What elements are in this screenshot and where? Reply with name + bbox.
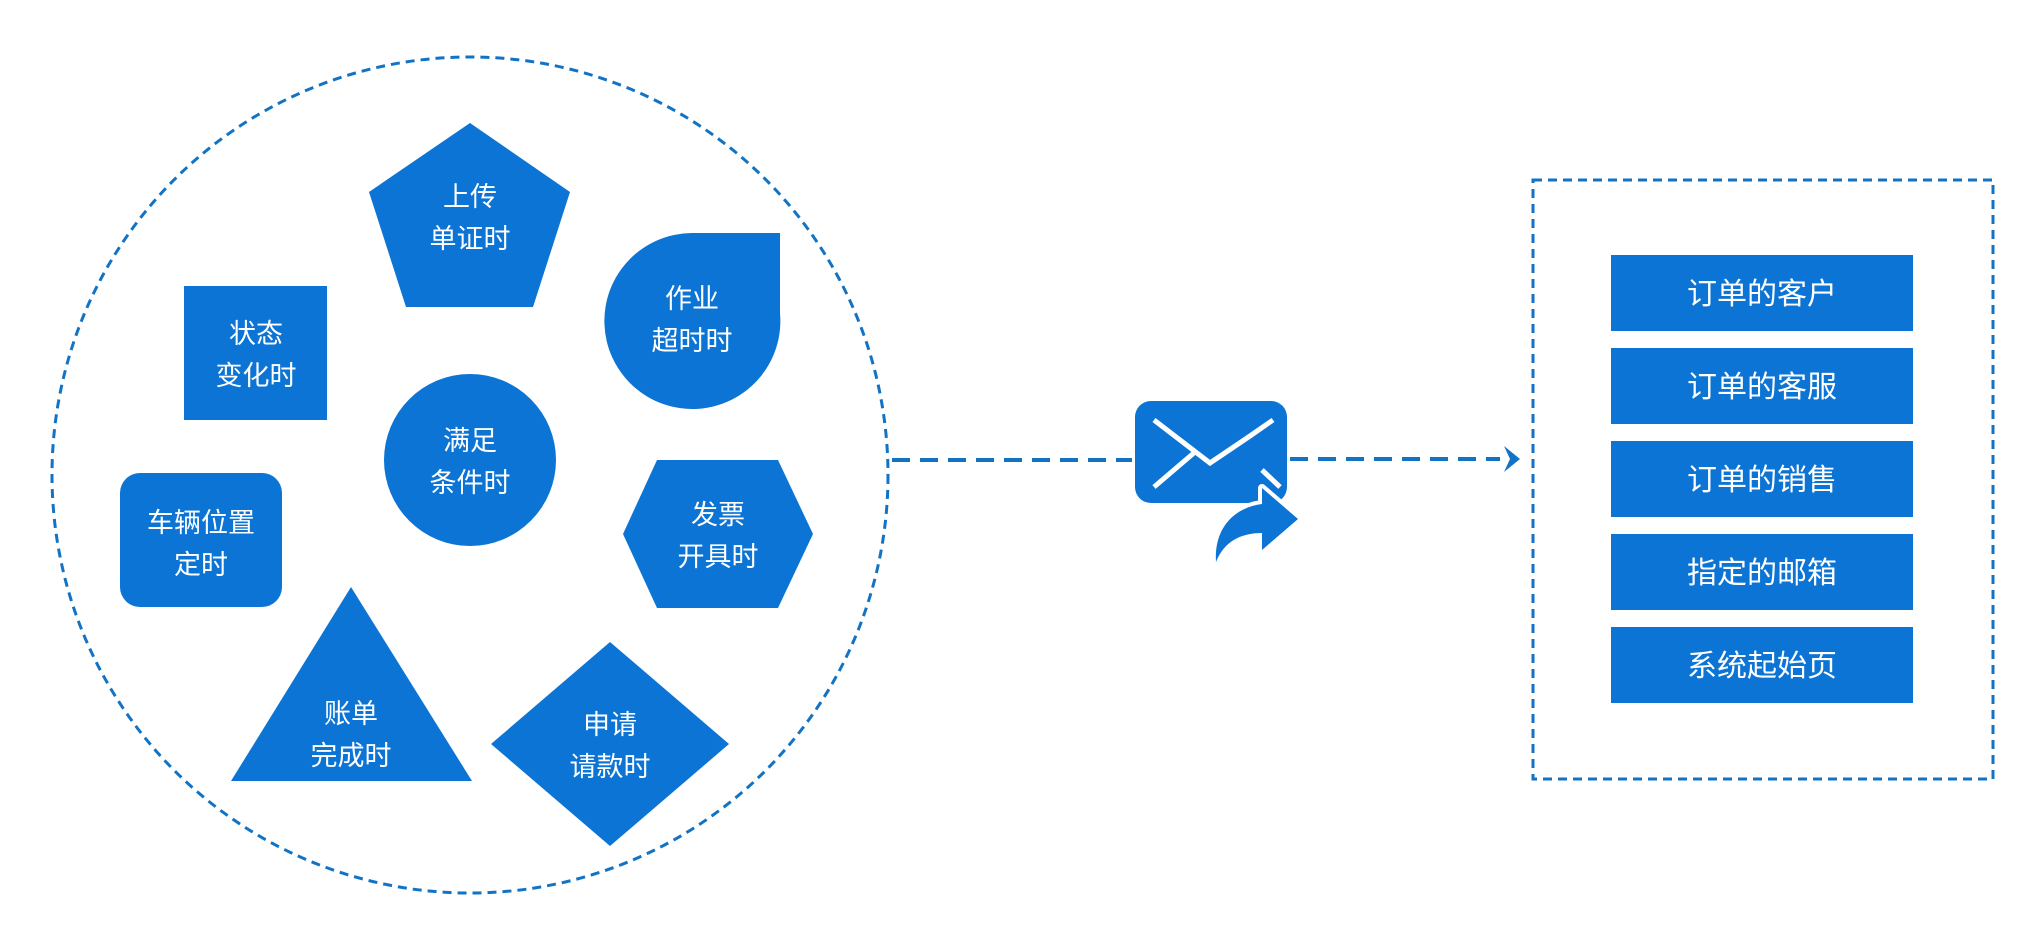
trigger-group-boundary <box>50 55 890 895</box>
trigger-timeout-node: 作业 超时时 <box>604 233 781 409</box>
trigger-payment-line2: 请款时 <box>570 752 651 783</box>
recipient-label: 订单的客户 <box>1687 277 1837 312</box>
trigger-bill-line1: 账单 <box>324 699 378 730</box>
trigger-invoice-node: 发票 开具时 <box>623 460 813 608</box>
trigger-center-line1: 满足 <box>443 426 497 457</box>
connector-arrowhead <box>1504 446 1520 472</box>
recipient-label: 订单的销售 <box>1687 463 1837 498</box>
trigger-payment-line1: 申请 <box>583 710 637 741</box>
trigger-payment-node: 申请 请款时 <box>491 642 729 846</box>
recipient-item-homepage: 系统起始页 <box>1611 627 1913 703</box>
recipient-item-customer: 订单的客户 <box>1611 255 1913 331</box>
recipient-item-service: 订单的客服 <box>1611 348 1913 424</box>
recipient-label: 系统起始页 <box>1687 649 1837 684</box>
trigger-upload-line2: 单证时 <box>430 224 511 255</box>
recipient-item-mailbox: 指定的邮箱 <box>1611 534 1913 610</box>
trigger-upload-node: 上传 单证时 <box>369 123 570 307</box>
trigger-upload-line1: 上传 <box>443 182 497 213</box>
trigger-invoice-line2: 开具时 <box>678 542 759 573</box>
recipient-item-sales: 订单的销售 <box>1611 441 1913 517</box>
trigger-status-line1: 状态 <box>229 319 283 350</box>
mail-forward-icon <box>1135 401 1302 566</box>
trigger-status-node: 状态 变化时 <box>184 286 327 420</box>
trigger-center-line2: 条件时 <box>430 468 511 499</box>
trigger-vehicle-node: 车辆位置 定时 <box>120 473 282 607</box>
recipient-label: 订单的客服 <box>1687 370 1837 405</box>
trigger-bill-line2: 完成时 <box>311 741 392 772</box>
trigger-vehicle-line1: 车辆位置 <box>147 508 255 539</box>
recipient-label: 指定的邮箱 <box>1687 556 1837 591</box>
trigger-timeout-line2: 超时时 <box>652 326 733 357</box>
trigger-bill-node: 账单 完成时 <box>231 587 472 781</box>
trigger-center-node: 满足 条件时 <box>384 374 556 546</box>
trigger-invoice-line1: 发票 <box>691 500 745 531</box>
trigger-status-line2: 变化时 <box>216 361 297 392</box>
trigger-timeout-line1: 作业 <box>665 284 719 315</box>
trigger-vehicle-line2: 定时 <box>174 550 228 581</box>
recipients-group-boundary <box>1531 178 1995 781</box>
